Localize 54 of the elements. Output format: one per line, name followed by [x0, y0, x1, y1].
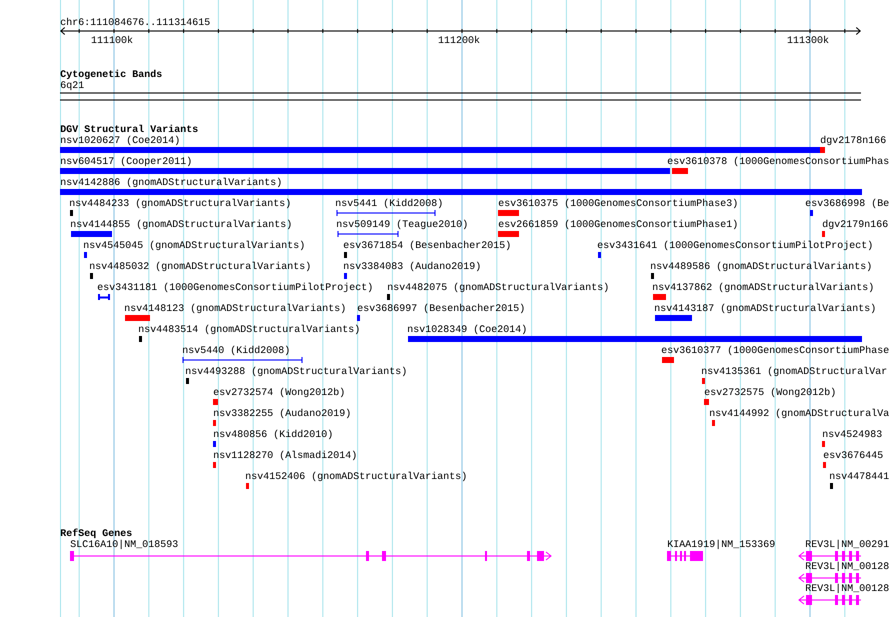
variant-label: nsv5441 (Kidd2008) — [336, 198, 442, 208]
variant-label: nsv509149 (Teague2010) — [337, 220, 467, 230]
variant-label: esv2661859 (1000GenomesConsortiumPhase1) — [498, 220, 737, 230]
variant-label: nsv4483514 (gnomADStructuralVariants) — [139, 324, 359, 334]
variant-label: esv3431641 (1000GenomesConsortiumPilotProject) — [598, 240, 872, 250]
gene-label: REV3L|NM_00291 — [806, 540, 889, 550]
variant-label: esv3671854 (Besenbacher2015) — [344, 240, 510, 250]
variant-label: nsv4524983 — [823, 430, 882, 438]
track-title: RefSeq Genes — [60, 528, 132, 538]
variant-label: esv2732575 (Wong2012b) — [704, 388, 835, 398]
variant-label: esv3610377 (1000GenomesConsortiumPhase — [662, 346, 889, 356]
variant-label: esv3676445 — [824, 451, 883, 458]
scale-label: 111100k — [92, 36, 132, 44]
variant-label: nsv604517 (Cooper2011) — [61, 156, 191, 166]
variant-label: nsv4142886 (gnomADStructuralVariants) — [61, 178, 281, 188]
variant-label: nsv5440 (Kidd2008) — [183, 346, 289, 356]
variant-label: dgv2179n166 — [822, 220, 888, 230]
variant-label: nsv4152406 (gnomADStructuralVariants) — [246, 472, 466, 482]
variant-label: nsv4489586 (gnomADStructuralVariants) — [651, 262, 871, 272]
gene-label: REV3L|NM_00128 — [806, 562, 889, 572]
variant-label: esv2732574 (Wong2012b) — [214, 388, 344, 398]
variant-label: nsv4493288 (gnomADStructuralVariants) — [186, 366, 406, 376]
variant-label: nsv4545045 (gnomADStructuralVariants) — [84, 240, 304, 250]
position-label: chr6:111084676..111314615 — [60, 18, 210, 26]
variant-label: nsv1028349 (Coe2014) — [408, 324, 526, 334]
gene-label: KIAA1919|NM_153369 — [668, 540, 775, 550]
variant-label: nsv1020627 (Coe2014) — [61, 136, 179, 146]
variant-label: nsv480856 (Kidd2010) — [214, 430, 332, 440]
track-title: DGV Structural Variants — [60, 124, 198, 132]
variant-label: nsv4144992 (gnomADStructuralVa — [710, 408, 889, 418]
variant-label: nsv3384083 (Audano2019) — [344, 262, 480, 272]
variant-label: esv3686998 (Be — [806, 198, 889, 208]
variant-label: nsv1128270 (Alsmadi2014) — [214, 450, 356, 460]
variant-label: esv3610378 (1000GenomesConsortiumPhas — [668, 156, 888, 166]
variant-label: nsv4148123 (gnomADStructuralVariants) — [125, 304, 345, 314]
variant-label: nsv4135361 (gnomADStructuralVar — [702, 366, 886, 376]
variant-label: esv3686997 (Besenbacher2015) — [358, 304, 524, 314]
variant-label: nsv4137862 (gnomADStructuralVariants) — [653, 282, 873, 292]
variant-label: esv3431181 (1000GenomesConsortiumPilotProject) — [98, 282, 372, 292]
gene-label: SLC16A10|NM_018593 — [70, 540, 178, 550]
scale-label: 111200k — [438, 36, 480, 44]
variant-label: nsv4482075 (gnomADStructuralVariants) — [388, 282, 608, 292]
variant-label: esv3610375 (1000GenomesConsortiumPhase3) — [498, 198, 737, 208]
variant-label: nsv3382255 (Audano2019) — [214, 408, 350, 418]
variant-label: nsv4478441 — [830, 472, 889, 480]
scale-label: 111300k — [788, 36, 828, 44]
variant-label: nsv4484233 (gnomADStructuralVariants) — [70, 198, 290, 208]
variant-label: nsv4143187 (gnomADStructuralVariants) — [655, 304, 875, 314]
band-label: 6q21 — [60, 81, 84, 90]
variant-label: dgv2178n166 — [820, 136, 886, 146]
track-title: Cytogenetic Bands — [60, 70, 162, 80]
variant-label: nsv4144855 (gnomADStructuralVariants) — [71, 220, 291, 230]
gene-label: REV3L|NM_00128 — [806, 584, 889, 594]
variant-label: nsv4485032 (gnomADStructuralVariants) — [90, 262, 310, 272]
